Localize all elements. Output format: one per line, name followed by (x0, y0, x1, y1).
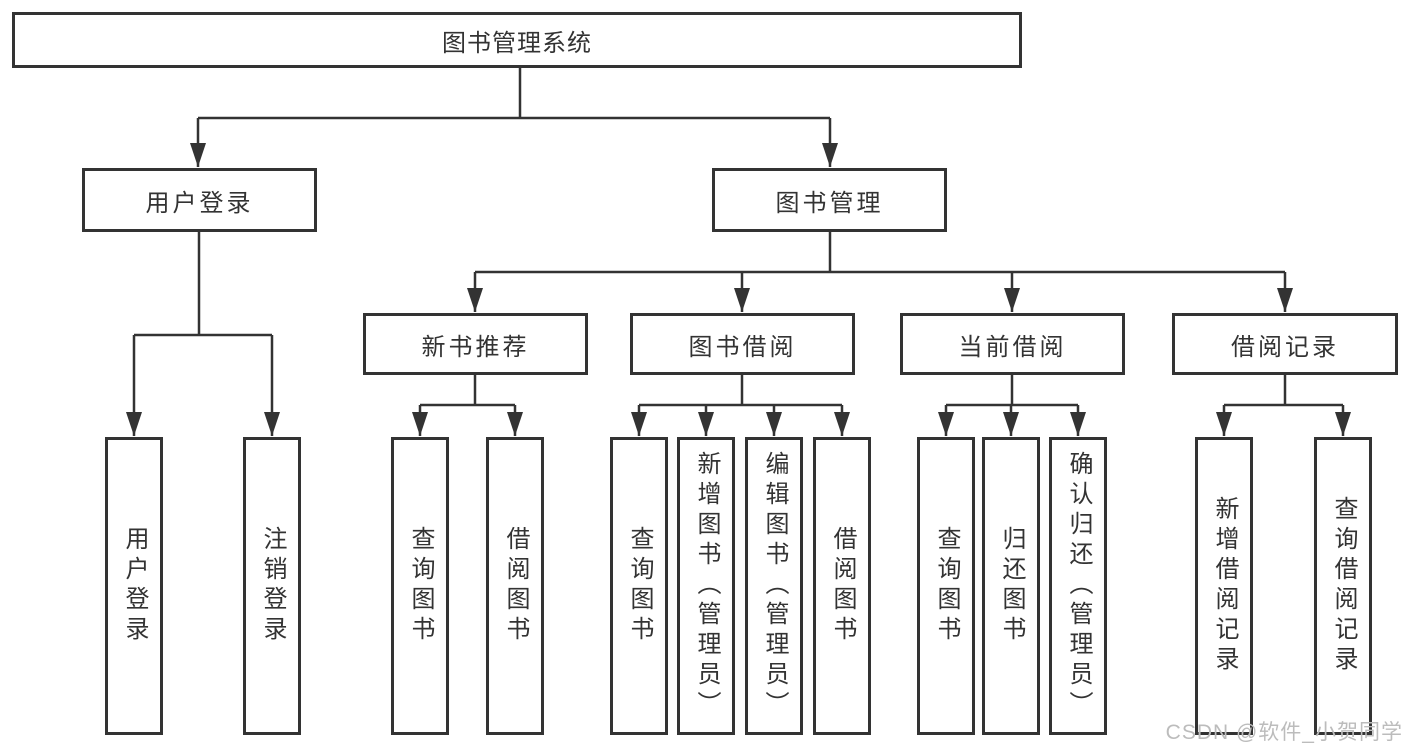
connector-records-to-leaves (1224, 375, 1343, 407)
node-label: 用户登录 (145, 189, 254, 217)
node-label: 当前借阅 (958, 333, 1067, 361)
leaf-query-books-recommend: 查询图书 (391, 437, 449, 735)
leaf-borrow-books-recommend: 借阅图书 (486, 437, 544, 735)
leaf-label: 借阅图书 (829, 526, 856, 646)
node-borrow-records: 借阅记录 (1172, 313, 1398, 375)
connector-root-to-level2 (198, 68, 830, 120)
leaf-edit-books-admin: 编辑图书（管理员） (745, 437, 803, 735)
csdn-watermark: CSDN @软件_小贺同学 (1165, 721, 1403, 744)
leaf-query-books-borrow: 查询图书 (610, 437, 668, 735)
leaf-label: 查询借阅记录 (1330, 496, 1357, 676)
leaf-return-books: 归还图书 (982, 437, 1040, 735)
leaf-query-borrow-record: 查询借阅记录 (1314, 437, 1372, 735)
leaf-query-books-current: 查询图书 (917, 437, 975, 735)
leaf-add-borrow-record: 新增借阅记录 (1195, 437, 1253, 735)
node-label: 图书管理系统 (442, 29, 592, 57)
node-new-book-recommend: 新书推荐 (363, 313, 588, 375)
node-label: 图书借阅 (688, 333, 797, 361)
node-label: 图书管理 (775, 189, 884, 217)
leaf-label: 查询图书 (626, 526, 653, 646)
node-current-borrow: 当前借阅 (900, 313, 1125, 375)
node-book-management: 图书管理 (712, 168, 947, 232)
leaf-label: 查询图书 (407, 526, 434, 646)
node-book-borrow: 图书借阅 (630, 313, 855, 375)
leaf-label: 用户登录 (121, 526, 148, 646)
leaf-user-login: 用户登录 (105, 437, 163, 735)
leaf-confirm-return-admin: 确认归还（管理员） (1049, 437, 1107, 735)
leaf-label: 新增借阅记录 (1211, 496, 1238, 676)
node-user-login: 用户登录 (82, 168, 317, 232)
leaf-label: 新增图书（管理员） (693, 451, 720, 721)
connector-bookmgmt-to-level3 (475, 232, 1285, 274)
node-label: 借阅记录 (1231, 333, 1339, 361)
node-library-management-system: 图书管理系统 (12, 12, 1022, 68)
leaf-label: 归还图书 (998, 526, 1025, 646)
connector-currentborrow-to-leaves (946, 375, 1078, 407)
arrow-drops (126, 118, 1351, 436)
connector-bookborrow-to-leaves (639, 375, 842, 407)
leaf-label: 借阅图书 (502, 526, 529, 646)
leaf-label: 确认归还（管理员） (1065, 451, 1092, 721)
connector-userlogin-to-leaves (134, 232, 272, 337)
leaf-add-books-admin: 新增图书（管理员） (677, 437, 735, 735)
connector-newbooks-to-leaves (420, 375, 515, 407)
node-label: 新书推荐 (421, 333, 530, 361)
leaf-label: 编辑图书（管理员） (761, 451, 788, 721)
leaf-borrow-books: 借阅图书 (813, 437, 871, 735)
leaf-label: 注销登录 (259, 526, 286, 646)
leaf-label: 查询图书 (933, 526, 960, 646)
leaf-logout: 注销登录 (243, 437, 301, 735)
